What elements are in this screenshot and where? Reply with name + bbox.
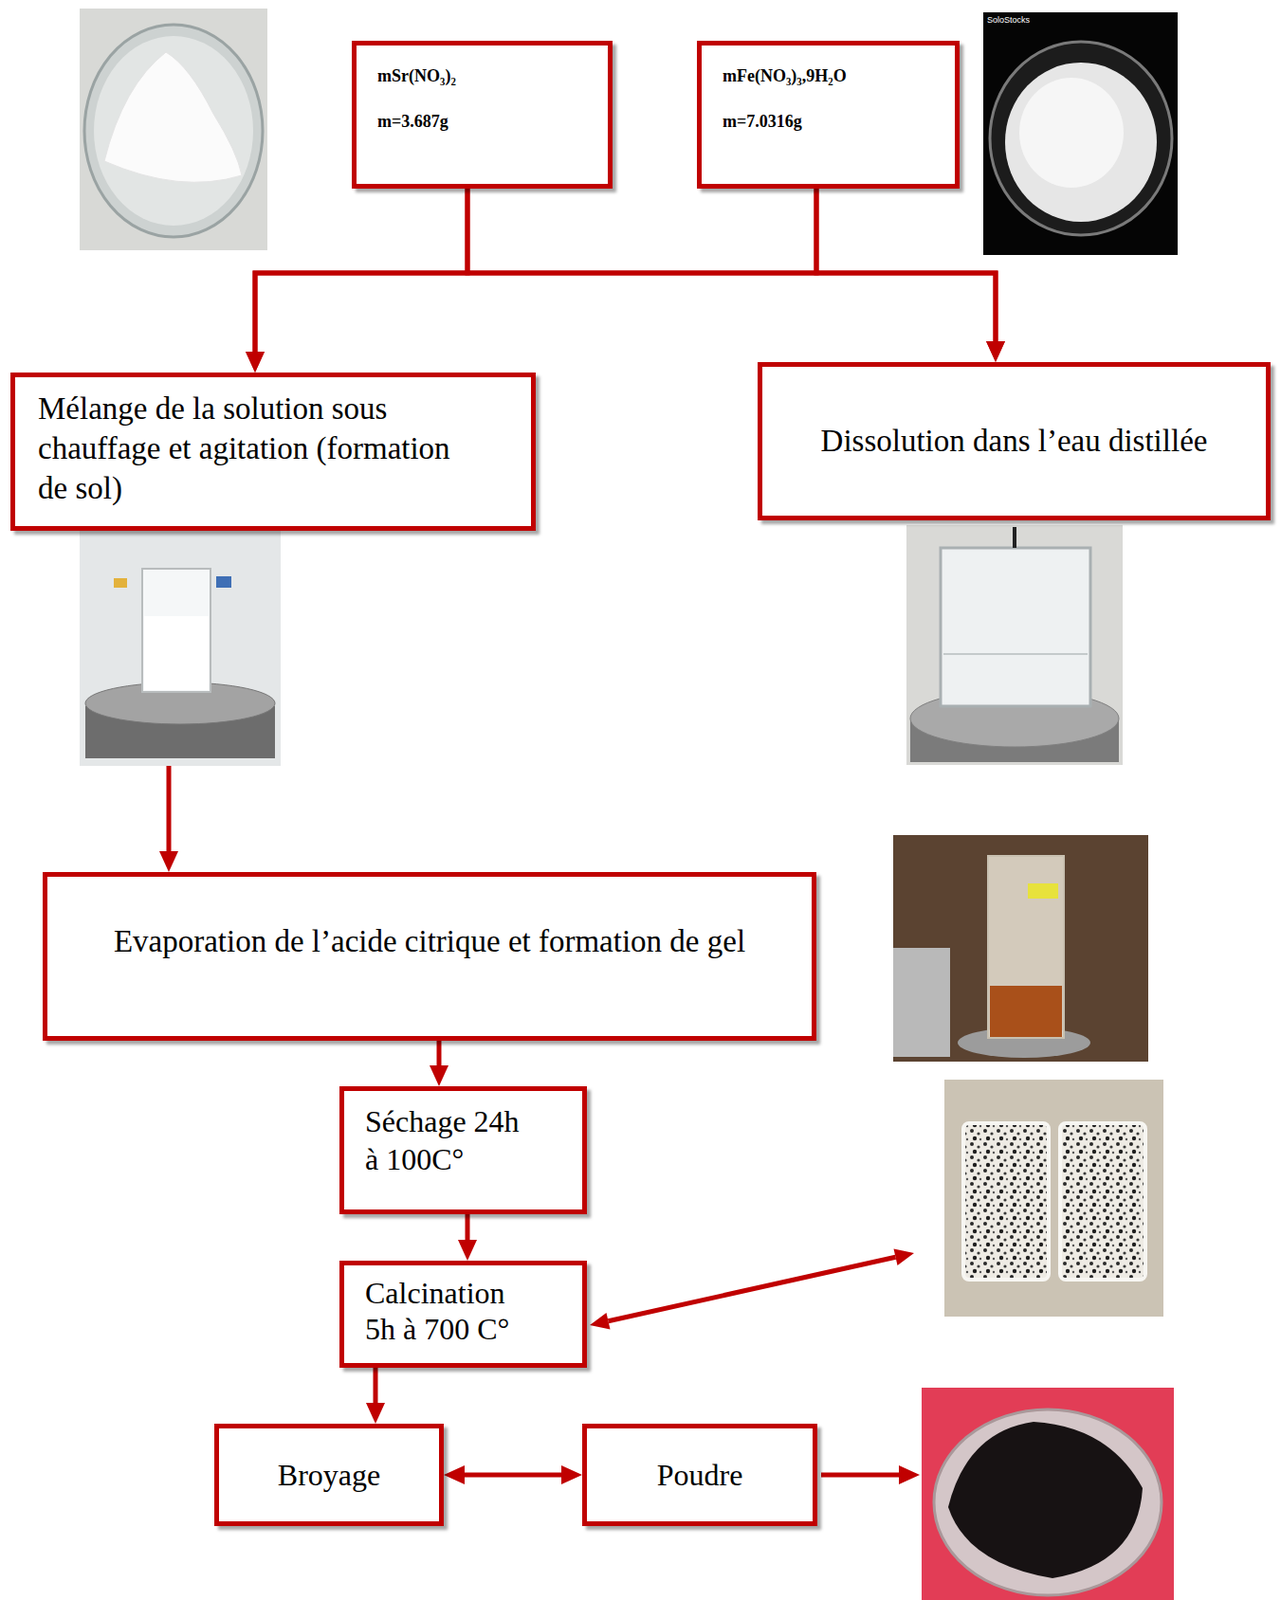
- arrowhead: [159, 851, 179, 873]
- reagent-box: mFe(NO₃)₃,9H₂O m=7.0316g: [696, 40, 960, 189]
- arrowhead: [894, 1249, 915, 1267]
- box-text: mFe(NO₃)₃,9H₂O: [722, 66, 942, 88]
- white-crystals: [1019, 77, 1124, 188]
- arrowhead: [429, 1065, 449, 1087]
- box-text: Mélange de la solution sous chauffage et…: [37, 388, 476, 510]
- arrowhead: [561, 1465, 583, 1485]
- process-arrow: [443, 1465, 583, 1485]
- beaker: [940, 548, 1091, 707]
- liquid-level: [943, 653, 1088, 656]
- photo-ground: [983, 12, 1178, 256]
- photo-ground: [79, 8, 268, 251]
- lab-object: [113, 578, 128, 588]
- dropper: [1012, 527, 1017, 549]
- process-box: Evaporation de l’acide citrique et forma…: [42, 872, 817, 1042]
- arrowhead: [589, 1313, 611, 1331]
- box-text: Broyage: [228, 1457, 430, 1494]
- process-arrow: [366, 1368, 385, 1425]
- process-box: Séchage 24h à 100C°: [339, 1086, 587, 1215]
- connector-line: [816, 188, 996, 346]
- brown-gel: [989, 986, 1062, 1038]
- process-arrow: [429, 1041, 449, 1087]
- arrowhead: [366, 1403, 385, 1425]
- arrowhead: [245, 351, 265, 373]
- connector-line: [255, 188, 817, 356]
- process-box: Broyage: [214, 1424, 444, 1527]
- photo-ground: [893, 835, 1149, 1062]
- photo-ground: [906, 525, 1123, 766]
- box-text: Dissolution dans l’eau distillée: [775, 422, 1253, 461]
- foil: [893, 948, 951, 1058]
- photo-ground: [921, 1388, 1174, 1600]
- photo-arrow: [821, 1473, 903, 1479]
- watermark: SoloStocks: [987, 15, 1030, 25]
- glass-dish: [989, 41, 1172, 236]
- sticker: [1027, 883, 1059, 899]
- connector-line: [460, 1473, 566, 1479]
- black-powder: [948, 1422, 1143, 1579]
- photo-ground: [79, 530, 281, 767]
- process-arrow: [245, 188, 817, 373]
- glass-dish: [84, 24, 263, 238]
- box-text: Evaporation de l’acide citrique et forma…: [62, 923, 797, 962]
- white-crystals: [1005, 62, 1157, 222]
- measuring-cylinder: [988, 856, 1064, 1039]
- box-text: Calcination 5h à 700 C°: [365, 1275, 530, 1349]
- process-box: Poudre: [582, 1424, 818, 1527]
- process-box: Dissolution dans l’eau distillée: [757, 362, 1271, 521]
- box-text: Poudre: [596, 1457, 804, 1494]
- crucible-tray: [1060, 1123, 1146, 1281]
- photo-ground: [944, 1079, 1164, 1318]
- box-text: m=7.0316g: [722, 111, 942, 133]
- connector-line: [465, 1214, 471, 1245]
- photo-arrow: [608, 1257, 897, 1321]
- arrowhead: [443, 1465, 465, 1485]
- arrowhead: [986, 341, 1006, 363]
- box-text: m=3.687g: [377, 111, 595, 133]
- reagent-box: mSr(NO₃)₂ m=3.687g: [351, 40, 613, 189]
- arrowhead: [986, 341, 1006, 363]
- white-powder: [104, 52, 242, 183]
- arrowhead: [457, 1240, 477, 1262]
- process-box: Calcination 5h à 700 C°: [339, 1261, 587, 1369]
- arrowhead: [898, 1465, 920, 1485]
- glass-dish: [93, 36, 254, 226]
- box-text: Séchage 24h à 100C°: [365, 1102, 530, 1179]
- crucible-tray: [963, 1123, 1049, 1281]
- process-arrow: [457, 1214, 477, 1262]
- lab-object: [216, 576, 232, 588]
- beaker: [142, 568, 211, 693]
- process-arrow: [816, 188, 1006, 363]
- box-text: mSr(NO₃)₂: [377, 66, 595, 88]
- glass-dish: [933, 1409, 1162, 1596]
- connector-line: [467, 188, 996, 346]
- process-arrow: [245, 188, 468, 373]
- arrowhead: [245, 351, 265, 373]
- white-solution: [144, 616, 209, 691]
- connector-line: [437, 1041, 442, 1070]
- connector-line: [373, 1368, 379, 1408]
- process-box: Mélange de la solution sous chauffage et…: [10, 372, 536, 531]
